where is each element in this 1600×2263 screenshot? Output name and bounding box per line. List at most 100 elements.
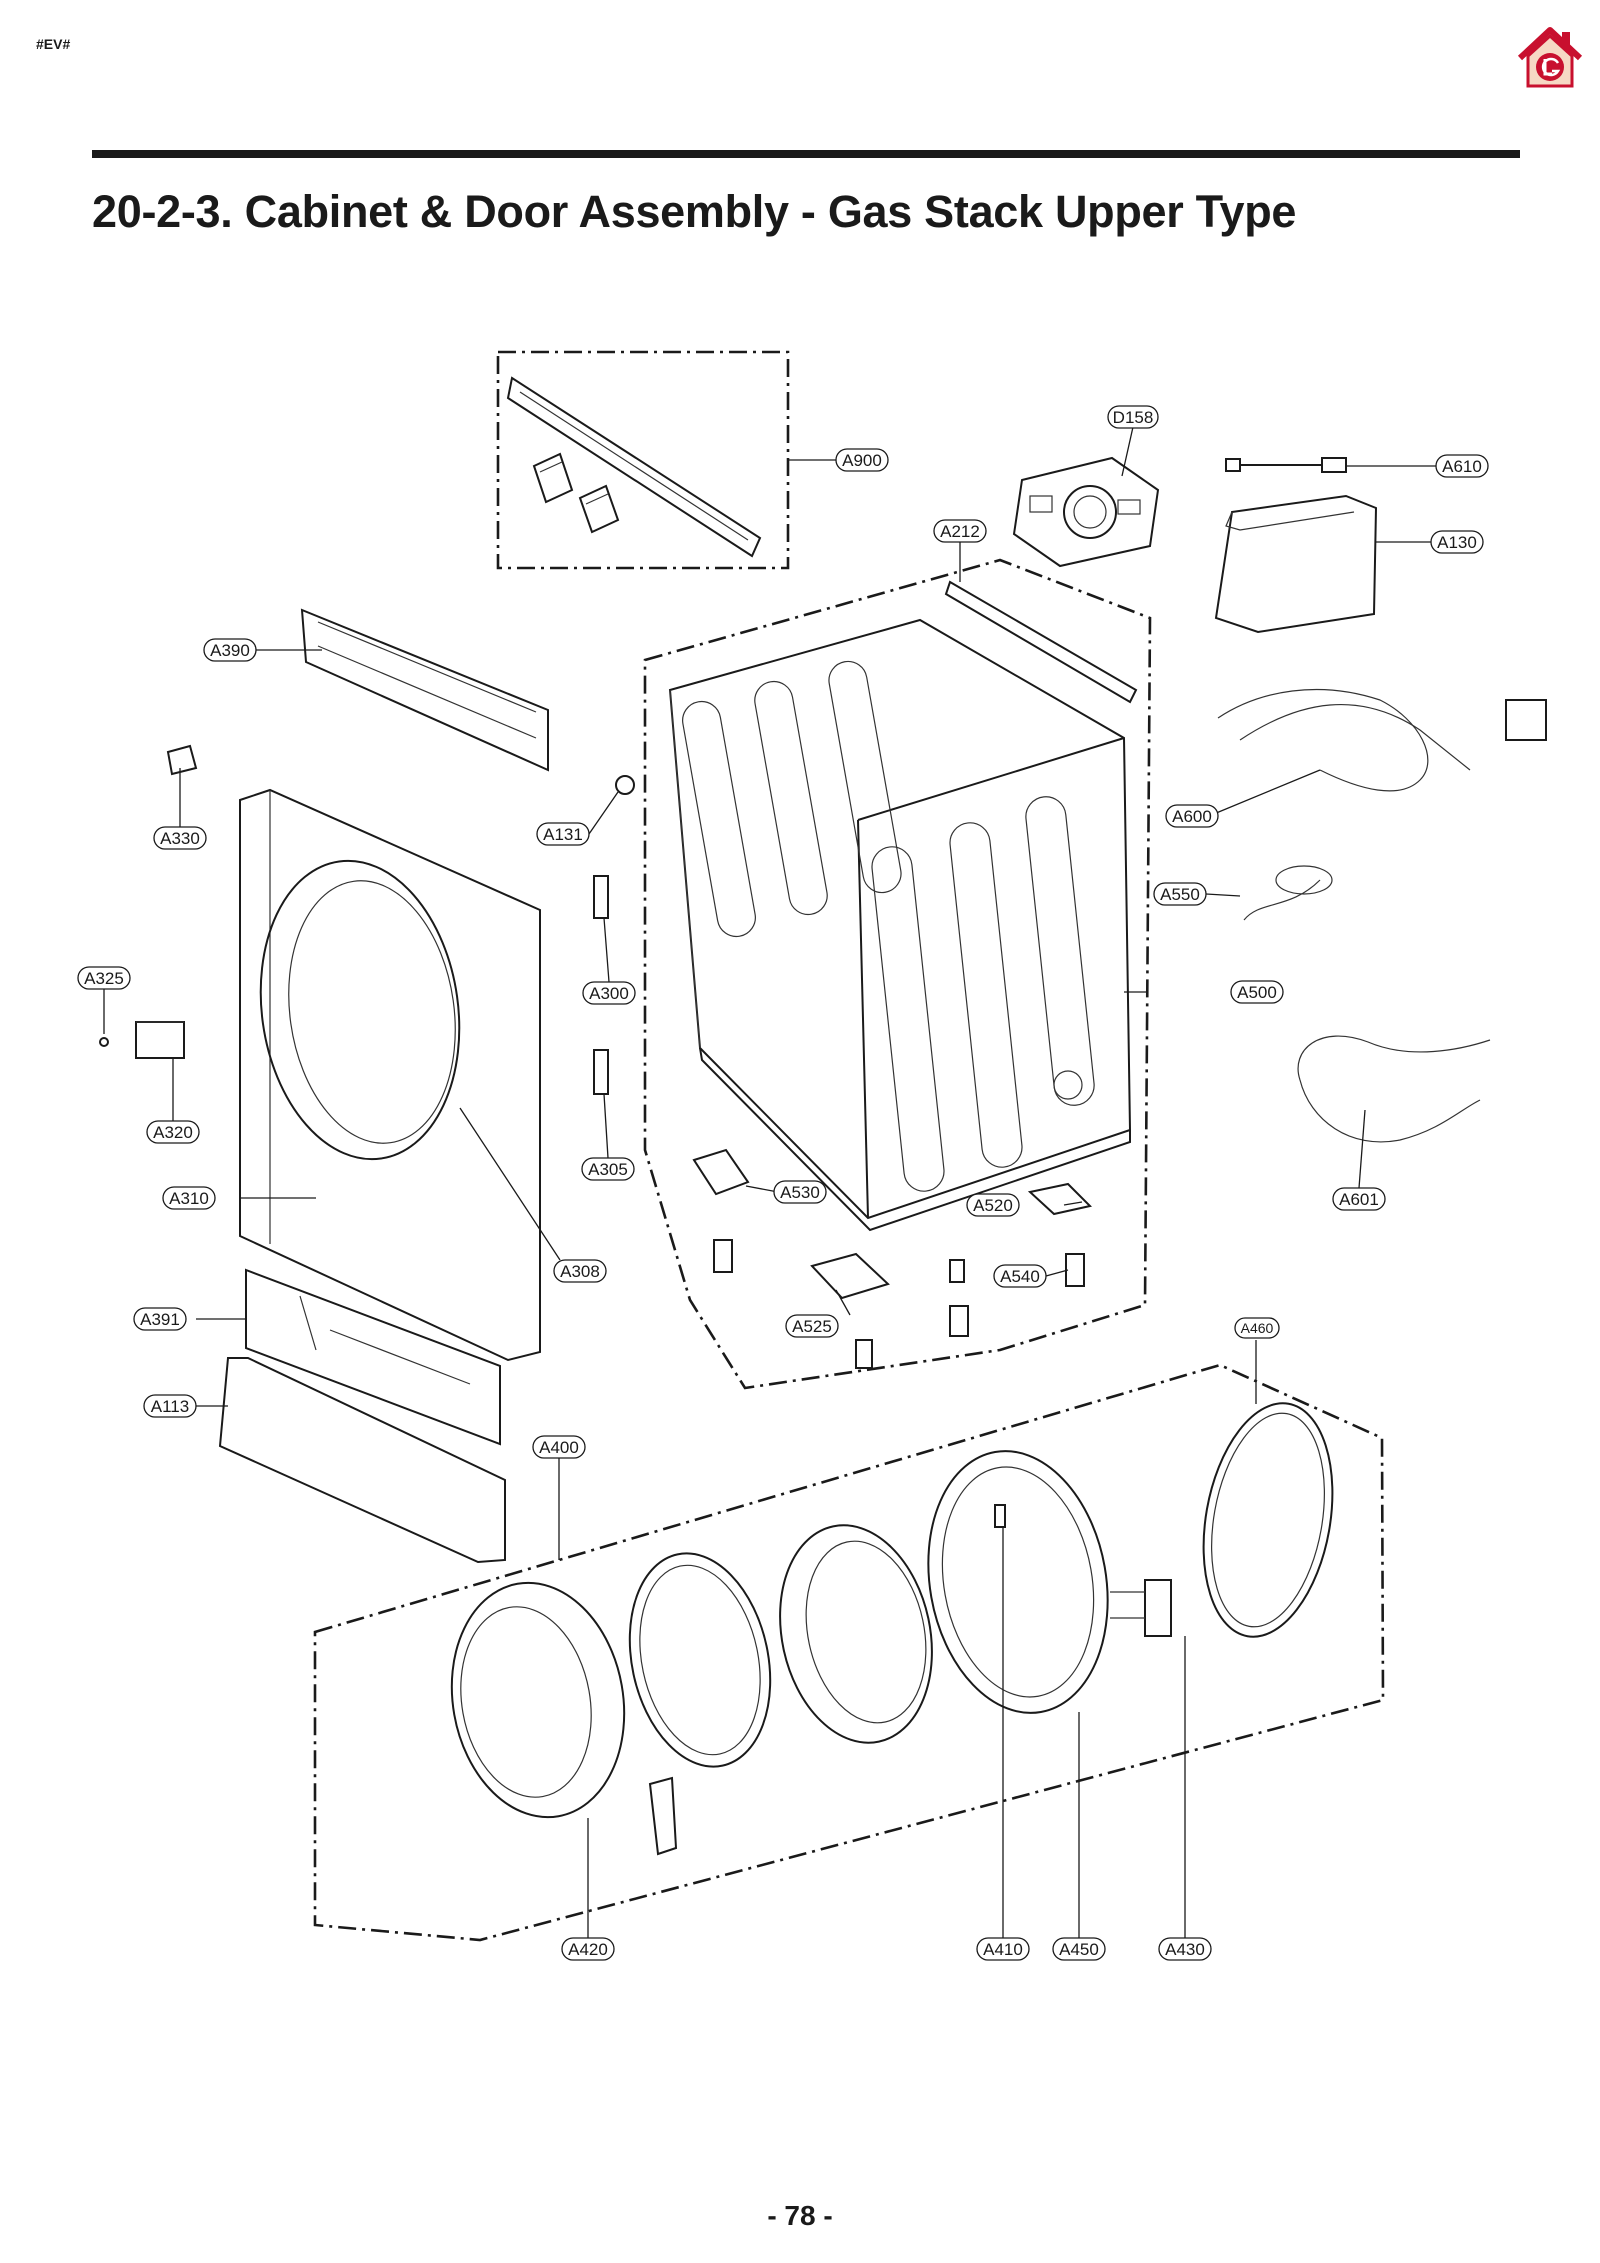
svg-text:A320: A320 — [153, 1123, 193, 1142]
leader-lines — [103, 426, 1436, 1938]
svg-text:A131: A131 — [543, 825, 583, 844]
callout-a450: A450 — [1052, 1937, 1106, 1961]
a320-lower-bracket — [135, 1021, 185, 1059]
a130-cover — [1214, 494, 1378, 634]
a460-gasket — [1202, 1402, 1334, 1638]
svg-text:A450: A450 — [1059, 1940, 1099, 1959]
page-number: - 78 - — [767, 2200, 833, 2231]
callout-d158: D158 — [1107, 405, 1159, 429]
callout-a130: A130 — [1430, 530, 1484, 554]
svg-text:A300: A300 — [589, 984, 629, 1003]
callout-a525: A525 — [785, 1314, 839, 1338]
callout-a131: A131 — [536, 822, 590, 846]
callout-a520: A520 — [966, 1193, 1020, 1217]
callout-a330: A330 — [153, 826, 207, 850]
callout-a305: A305 — [581, 1157, 635, 1181]
door-inner-glass — [779, 1524, 933, 1744]
logo-chimney — [1562, 32, 1570, 48]
callout-a308: A308 — [553, 1259, 607, 1283]
a540-leveling-legs — [713, 1239, 1085, 1369]
callout-a410: A410 — [976, 1937, 1030, 1961]
svg-text:A325: A325 — [84, 969, 124, 988]
callout-a420: A420 — [561, 1937, 615, 1961]
a305-hinge-bottom — [593, 1049, 609, 1095]
header-rule — [92, 150, 1520, 158]
svg-text:A400: A400 — [539, 1438, 579, 1457]
svg-text:A525: A525 — [792, 1317, 832, 1336]
callout-a310: A310 — [162, 1186, 216, 1210]
svg-text:A305: A305 — [588, 1160, 628, 1179]
a520-leg-bracket — [1027, 1182, 1092, 1216]
a530-leg-bracket — [692, 1148, 750, 1196]
callout-labels: A900 D158 A610 A212 A130 A390 A600 A330 … — [77, 405, 1489, 1961]
callout-a400: A400 — [532, 1435, 586, 1459]
callout-a550: A550 — [1153, 882, 1207, 906]
svg-text:A460: A460 — [1241, 1320, 1274, 1336]
svg-text:A430: A430 — [1165, 1940, 1205, 1959]
a391-control-bracket — [245, 1268, 501, 1446]
svg-text:A130: A130 — [1437, 533, 1477, 552]
door-glass-ring — [628, 1552, 772, 1768]
svg-text:A540: A540 — [1000, 1267, 1040, 1286]
a601-wire-harness — [1297, 1035, 1491, 1143]
a900-bracket-rail — [506, 376, 762, 558]
a410-latch — [994, 1504, 1006, 1528]
a900-clip-left — [532, 452, 574, 504]
a113-control-panel — [218, 1357, 506, 1564]
a600-main-harness — [1217, 688, 1547, 792]
a550-power-cord — [1243, 865, 1333, 921]
svg-text:A113: A113 — [151, 1397, 189, 1416]
a900-clip-right — [578, 484, 620, 534]
a310-front-panel — [239, 788, 541, 1362]
svg-text:A500: A500 — [1237, 983, 1277, 1002]
d158-pcb-assembly — [1012, 456, 1160, 568]
callout-a540: A540 — [993, 1264, 1047, 1288]
cabinet-group-outline — [643, 558, 1152, 1390]
svg-text:A308: A308 — [560, 1262, 600, 1281]
a610-wire-harness — [1225, 457, 1347, 473]
svg-text:A600: A600 — [1172, 807, 1212, 826]
svg-text:A530: A530 — [780, 1183, 820, 1202]
cabinet-body — [668, 618, 1132, 1232]
door-handle — [648, 1776, 678, 1856]
callout-a460: A460 — [1234, 1317, 1280, 1339]
a420-door-outer — [450, 1581, 626, 1819]
callout-a600: A600 — [1165, 804, 1219, 828]
a131-grommet — [615, 775, 635, 795]
a212-top-bracket — [944, 580, 1138, 704]
callout-a601: A601 — [1332, 1187, 1386, 1211]
svg-text:A900: A900 — [842, 451, 882, 470]
callout-a530: A530 — [773, 1180, 827, 1204]
callout-a900: A900 — [835, 448, 889, 472]
a900-group-outline — [496, 350, 790, 570]
svg-text:A330: A330 — [160, 829, 200, 848]
callout-a212: A212 — [933, 519, 987, 543]
a390-rear-panel — [300, 608, 549, 772]
callout-a325: A325 — [77, 966, 131, 990]
svg-text:A212: A212 — [940, 522, 980, 541]
callout-a430: A430 — [1158, 1937, 1212, 1961]
callout-a390: A390 — [203, 638, 257, 662]
lg-home-logo-icon — [1517, 27, 1583, 88]
svg-text:A420: A420 — [568, 1940, 608, 1959]
callout-a500: A500 — [1230, 980, 1284, 1004]
door-group-outline — [313, 1363, 1385, 1942]
document-code: #EV# — [36, 36, 71, 52]
a450-door-liner — [927, 1450, 1109, 1714]
callout-a320: A320 — [146, 1120, 200, 1144]
a330-small-bracket — [166, 744, 198, 776]
a430-hinge — [1110, 1579, 1172, 1637]
callout-a300: A300 — [582, 981, 636, 1005]
svg-text:D158: D158 — [1113, 408, 1154, 427]
svg-text:A410: A410 — [983, 1940, 1023, 1959]
a525-leg-bracket — [810, 1252, 890, 1300]
svg-text:A391: A391 — [140, 1310, 180, 1329]
svg-text:A390: A390 — [210, 641, 250, 660]
logo-letter-g — [1541, 57, 1561, 77]
a325-screw — [99, 1037, 109, 1047]
svg-text:A520: A520 — [973, 1196, 1013, 1215]
logo-roof — [1517, 27, 1583, 61]
svg-text:A550: A550 — [1160, 885, 1200, 904]
svg-text:A601: A601 — [1339, 1190, 1379, 1209]
